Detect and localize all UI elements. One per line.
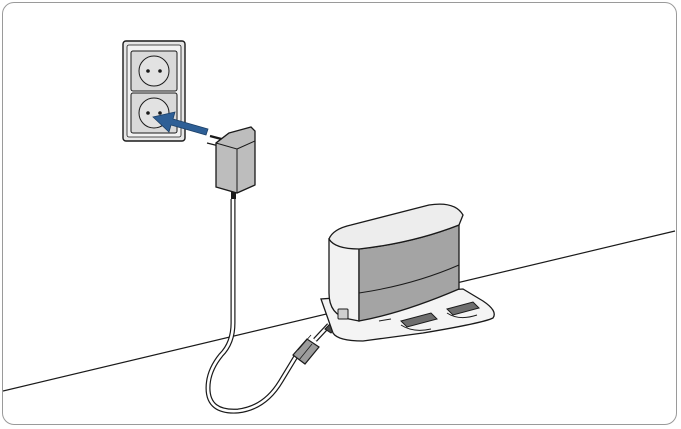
charging-contact-right: [446, 301, 480, 316]
power-adapter: [206, 126, 256, 199]
illustration-frame: [2, 2, 677, 425]
arrow-left-icon: [152, 111, 209, 136]
cable: [205, 199, 331, 414]
charging-setup-illustration: [3, 40, 676, 414]
dock-power-port: [337, 308, 349, 320]
charging-contact-left: [400, 312, 438, 328]
ferrite-core: [292, 334, 320, 365]
charging-dock: [320, 203, 495, 342]
